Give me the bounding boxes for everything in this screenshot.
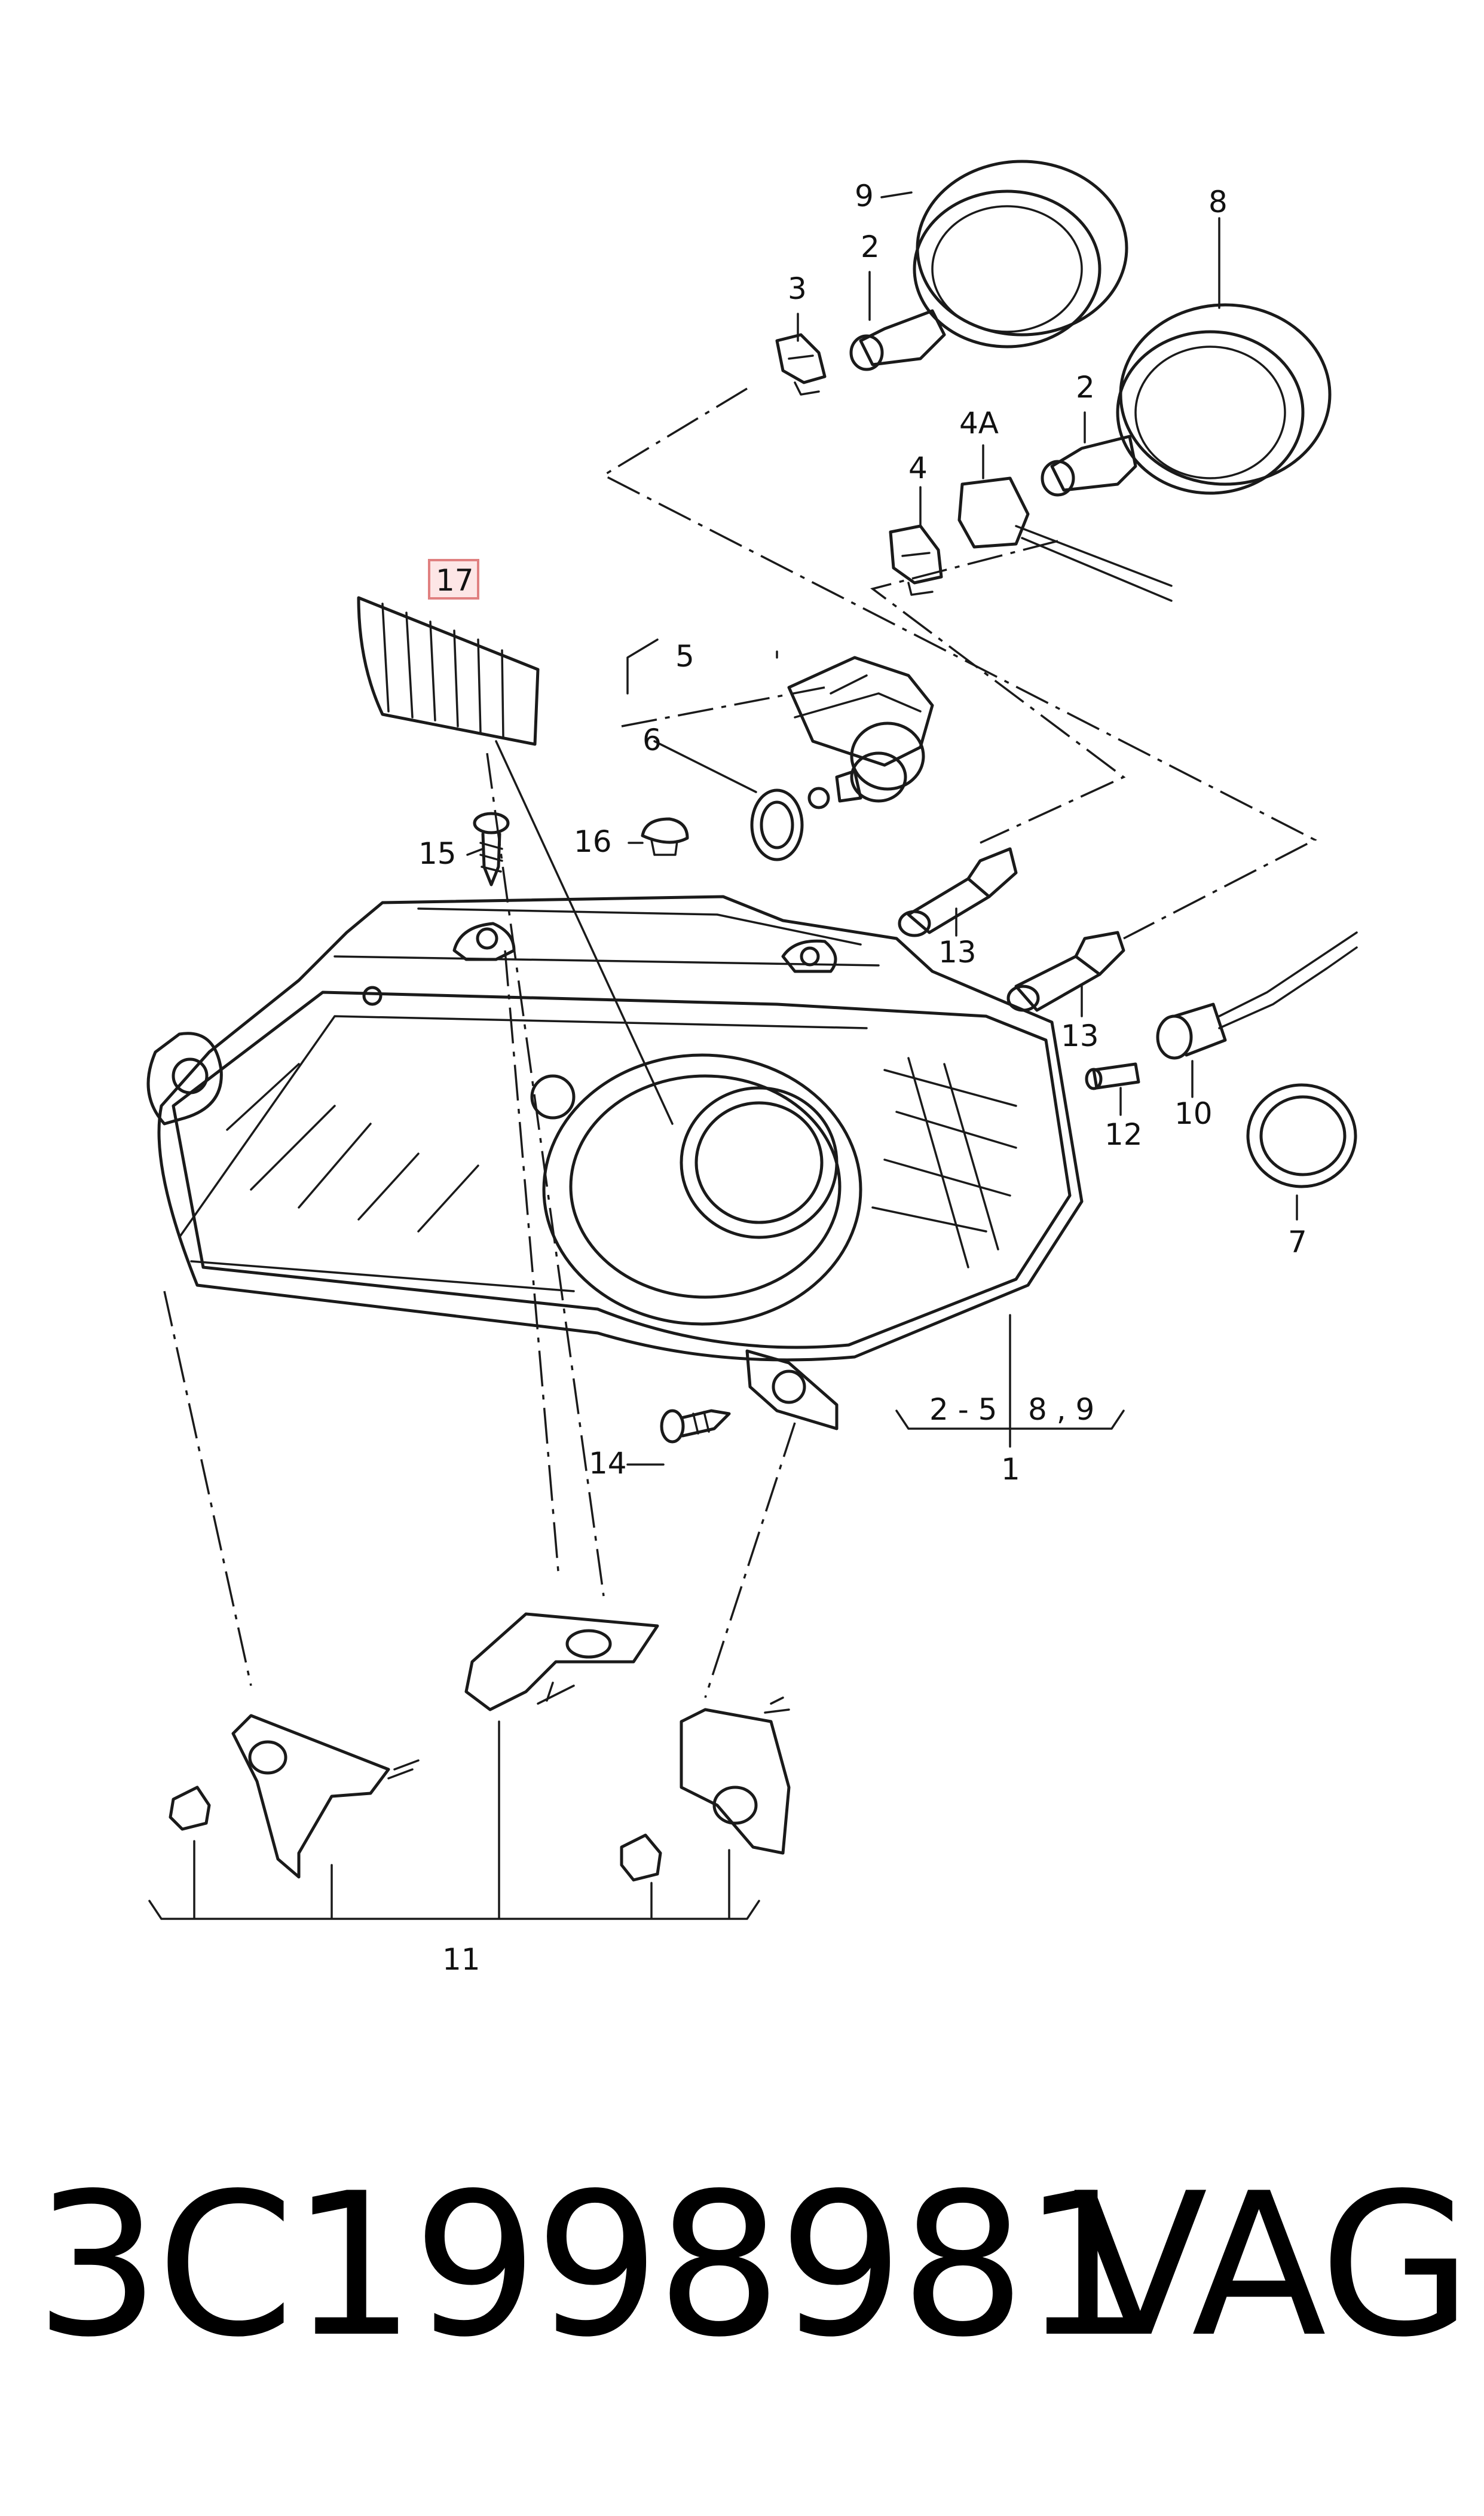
part-11-bracket-left (169, 1714, 420, 1879)
part-number: 3C1998981 (35, 2151, 1148, 2380)
part-16-cap (641, 817, 689, 856)
assembly-guide-lines (163, 387, 1317, 1698)
callout-15: 15 (418, 836, 457, 871)
callout-leaders (148, 191, 1298, 1920)
headlight-exploded-diagram: 9 2 3 8 2 4A 4 17 5 6 15 16 13 13 10 12 … (146, 160, 1358, 1977)
callout-17: 17 (436, 563, 474, 598)
part-11-bracket-middle (464, 1612, 659, 1711)
part-5-bulb-holder (787, 656, 934, 809)
part-13-bulb-upper (898, 847, 1018, 937)
callout-4: 4 (908, 451, 928, 485)
callout-7: 7 (1288, 1225, 1307, 1259)
part-14-screw (660, 1409, 731, 1444)
callout-13-upper: 13 (938, 935, 977, 970)
part-2-bulb-upper (849, 309, 946, 371)
callout-4A: 4A (959, 406, 999, 441)
part-13-bulb-lower (1006, 931, 1125, 1012)
part-11-bracket-right (620, 1696, 791, 1882)
callout-16: 16 (574, 824, 612, 859)
part-17-film (357, 596, 674, 1125)
part-6-gasket (750, 788, 804, 861)
callout-14: 14 (589, 1446, 627, 1481)
callout-6: 6 (642, 723, 662, 757)
brand-name: VAG (1073, 2151, 1472, 2380)
callout-1: 1 (1001, 1452, 1020, 1487)
part-2-bulb-lower (1041, 435, 1137, 497)
callout-range-8-9: 8 , 9 (1028, 1392, 1094, 1427)
part-10-socket (1156, 931, 1358, 1060)
callout-5: 5 (675, 639, 694, 674)
callout-2-lower: 2 (1076, 370, 1095, 405)
callout-range-2-5: 2 - 5 (929, 1392, 997, 1427)
part-4-clip (889, 524, 943, 596)
callout-11: 11 (442, 1942, 481, 1977)
callout-13-lower: 13 (1061, 1019, 1099, 1053)
callout-17-highlight (428, 559, 479, 600)
part-8-cover-ring (1116, 303, 1332, 495)
callout-8: 8 (1208, 185, 1228, 219)
part-7-cap (1246, 1083, 1357, 1188)
part-15-screw (473, 812, 510, 886)
callout-10: 10 (1174, 1096, 1213, 1131)
callout-2-upper: 2 (861, 230, 880, 264)
callout-9: 9 (855, 179, 874, 213)
part-12-bulb (1085, 1062, 1140, 1090)
callout-labels: 9 2 3 8 2 4A 4 17 5 6 15 16 13 13 10 12 … (418, 179, 1307, 1977)
part-1-headlight-housing (146, 895, 1084, 1430)
callout-3: 3 (788, 271, 807, 306)
part-3-clip (775, 333, 827, 396)
part-4A-connector (957, 476, 1173, 602)
callout-12: 12 (1104, 1117, 1143, 1152)
part-9-cover-ring (913, 160, 1128, 348)
